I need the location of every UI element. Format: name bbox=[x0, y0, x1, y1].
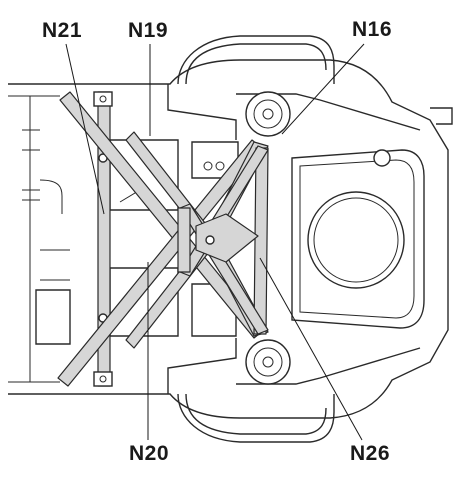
leader-n16 bbox=[281, 43, 365, 135]
leader-n26 bbox=[259, 257, 363, 441]
leader-n21 bbox=[65, 43, 105, 215]
fender-top bbox=[167, 35, 421, 140]
shock-tower-bottom bbox=[245, 339, 291, 385]
fender-bottom bbox=[167, 338, 421, 443]
callout-n16: N16 bbox=[352, 18, 393, 41]
callout-n26: N26 bbox=[350, 442, 391, 465]
callout-n19: N19 bbox=[128, 19, 169, 42]
spare-wheel-well bbox=[291, 149, 425, 329]
bumper-stub bbox=[430, 107, 453, 125]
callout-n20: N20 bbox=[129, 442, 170, 465]
callout-n21: N21 bbox=[42, 19, 83, 42]
cross-member bbox=[93, 91, 113, 387]
chassis-outline bbox=[8, 59, 449, 419]
leader-lines bbox=[65, 43, 365, 441]
shock-tower-top bbox=[245, 91, 291, 137]
brace-center-plate bbox=[195, 213, 259, 263]
